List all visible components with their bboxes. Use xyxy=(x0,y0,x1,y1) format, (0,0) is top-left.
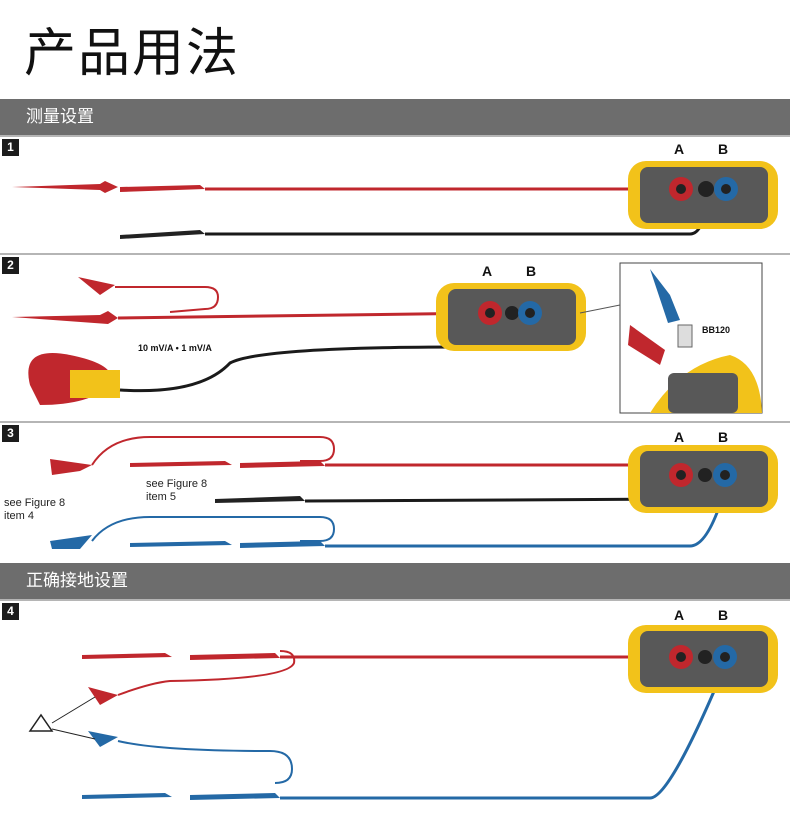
section-title: 正确接地设置 xyxy=(26,571,128,591)
channel-b-label: B xyxy=(526,263,537,279)
diagram-panel-2: 2 A B 10 mV/A • 1 mV/A BB120 xyxy=(0,253,790,423)
diagram-panel-3: 3 A B see Figure 8 item 4 see Figure 8 i… xyxy=(0,421,790,565)
step-number: 2 xyxy=(2,257,19,274)
channel-b-label: B xyxy=(718,141,729,157)
see-figure-left-item: item 4 xyxy=(4,510,34,522)
channel-a-label: A xyxy=(674,607,685,623)
panel-3-illustration xyxy=(50,436,778,549)
channel-a-label: A xyxy=(674,429,685,445)
see-figure-mid-item: item 5 xyxy=(146,491,176,503)
step-number: 1 xyxy=(2,139,19,156)
diagram-panel-1: 1 A B xyxy=(0,135,790,255)
diagram-panel-4: 4 A B xyxy=(0,599,790,834)
step-number: 3 xyxy=(2,425,19,442)
section-title: 测量设置 xyxy=(26,107,94,127)
panel-1-illustration xyxy=(12,161,778,239)
page-title: 产品用法 xyxy=(24,24,241,84)
section-header-ground: 正确接地设置 xyxy=(0,563,790,599)
bb120-label: BB120 xyxy=(702,325,731,335)
panel-4-illustration xyxy=(28,625,778,800)
channel-b-label: B xyxy=(718,607,729,623)
see-figure-left: see Figure 8 xyxy=(4,497,66,509)
panel-2-illustration xyxy=(12,262,763,414)
channel-a-label: A xyxy=(674,141,685,157)
section-header-measure: 测量设置 xyxy=(0,99,790,135)
channel-a-label: A xyxy=(482,263,493,279)
see-figure-mid: see Figure 8 xyxy=(146,478,208,490)
step-number: 4 xyxy=(2,603,19,620)
clamp-ratio-label: 10 mV/A • 1 mV/A xyxy=(138,343,212,353)
channel-b-label: B xyxy=(718,429,729,445)
